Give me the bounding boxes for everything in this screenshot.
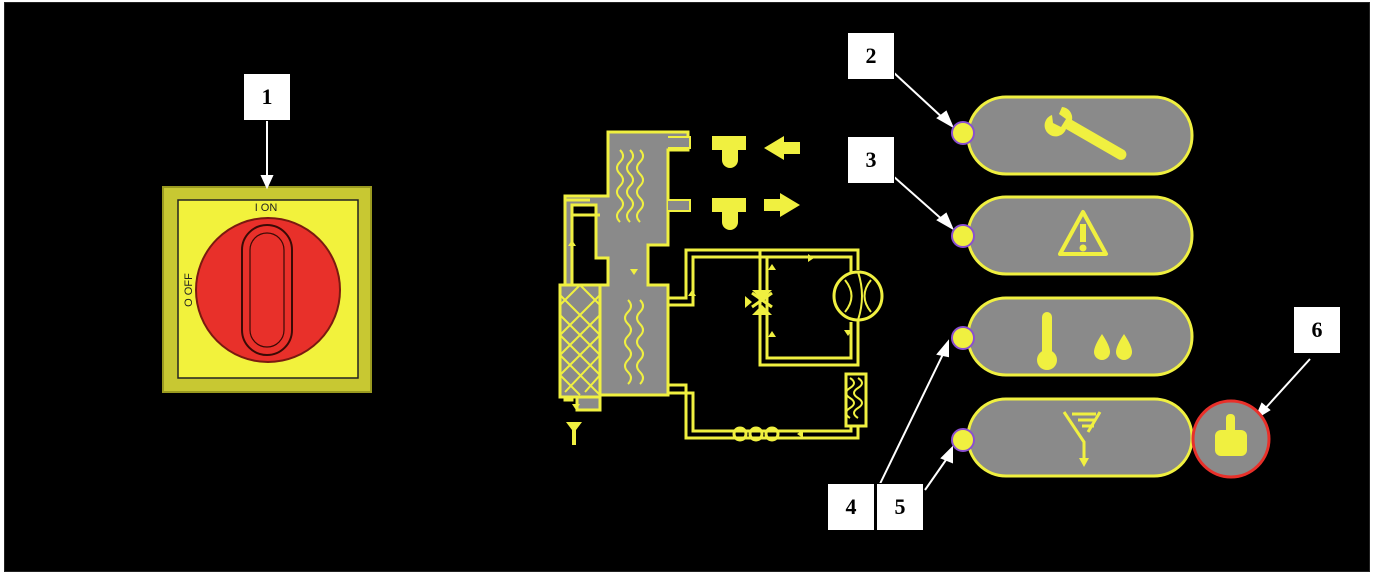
callout-2: 2	[847, 32, 895, 80]
callout-3: 3	[847, 136, 895, 184]
drain-indicator[interactable]	[951, 397, 1194, 478]
manual-drain-button[interactable]	[1191, 399, 1271, 479]
alarm-led	[951, 224, 975, 248]
callout-6: 6	[1293, 306, 1341, 354]
switch-handle[interactable]	[241, 224, 293, 356]
alarm-indicator[interactable]	[951, 195, 1194, 276]
callout-5: 5	[876, 483, 924, 531]
switch-on-label: I ON	[255, 202, 278, 214]
switch-off-label: O OFF	[183, 273, 195, 307]
callout-4: 4	[827, 483, 875, 531]
callout-1: 1	[243, 73, 291, 121]
drain-led	[951, 428, 975, 452]
warning-icon	[1058, 210, 1108, 256]
dryer-schematic	[558, 130, 884, 442]
service-led	[951, 121, 975, 145]
wrench-icon	[1044, 107, 1127, 160]
dewpoint-indicator[interactable]	[951, 296, 1194, 377]
main-switch[interactable]: I ON O OFF	[162, 186, 372, 393]
temperature-drops-icon	[1037, 312, 1132, 370]
hand-button-icon	[1215, 414, 1247, 456]
drain-filter-icon	[1062, 411, 1102, 467]
dewpoint-led	[951, 326, 975, 350]
service-indicator[interactable]	[951, 95, 1194, 176]
schematic-details	[566, 136, 852, 445]
